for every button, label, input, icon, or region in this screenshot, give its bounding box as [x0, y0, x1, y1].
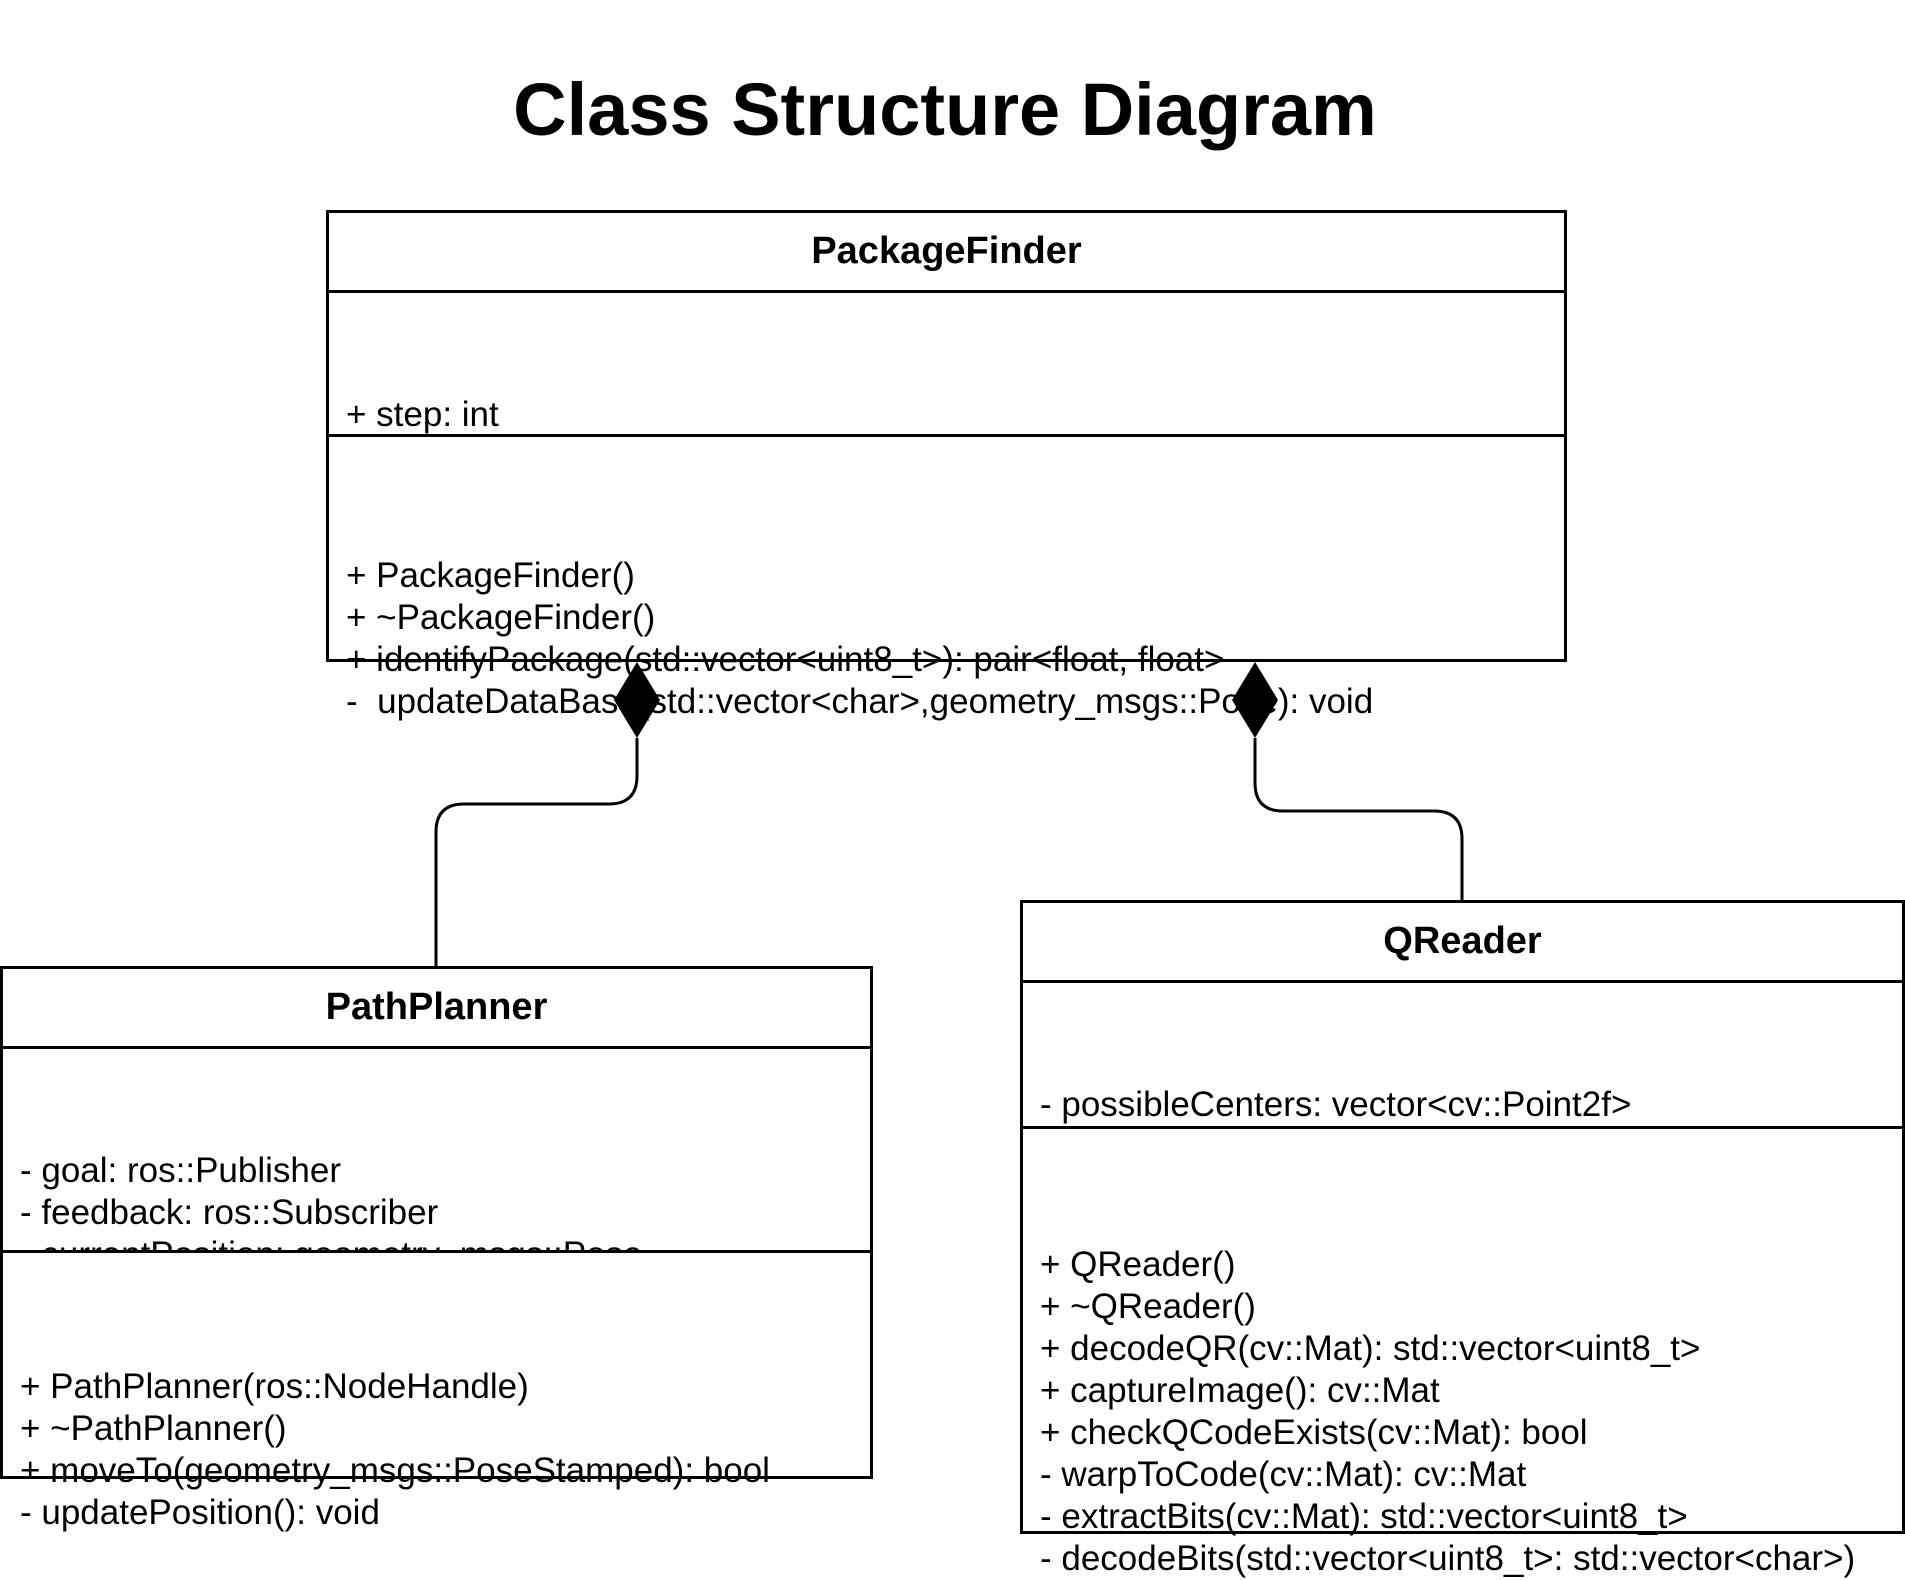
class-pathplanner: PathPlanner - goal: ros::Publisher- feed… [0, 966, 873, 1532]
attribute-row: + step: int [346, 395, 499, 434]
composition-diamond-qreader [1232, 662, 1278, 738]
diagram-title: Class Structure Diagram [513, 68, 1377, 151]
composition-diamond-pathplanner [614, 662, 660, 738]
method-row: + QReader() [1040, 1245, 1236, 1284]
composition-edge-pathplanner [434, 738, 639, 968]
methods-section: + PathPlanner(ros::NodeHandle)+ ~PathPla… [3, 1253, 870, 1534]
method-row: - updatePosition(): void [20, 1493, 380, 1532]
method-row: + ~PackageFinder() [346, 598, 656, 637]
class-name: QReader [1023, 903, 1902, 983]
method-row: - extractBits(cv::Mat): std::vector<uint… [1040, 1497, 1688, 1536]
attributes-section: - possibleCenters: vector<cv::Point2f>- … [1023, 983, 1902, 1129]
method-row: + checkQCodeExists(cv::Mat): bool [1040, 1413, 1588, 1452]
method-row: + captureImage(): cv::Mat [1040, 1371, 1440, 1410]
method-row: + moveTo(geometry_msgs::PoseStamped): bo… [20, 1451, 770, 1490]
method-row: + identifyPackage(std::vector<uint8_t>):… [346, 640, 1225, 679]
attributes-section: + step: int+ distanceFromShelf: double [329, 293, 1564, 437]
composition-edge-qreader [1253, 738, 1464, 902]
attributes-section: - goal: ros::Publisher- feedback: ros::S… [3, 1049, 870, 1253]
method-row: + PathPlanner(ros::NodeHandle) [20, 1367, 529, 1406]
method-row: - updateDataBase(std::vector<char>,geome… [346, 682, 1374, 721]
method-row: + ~QReader() [1040, 1287, 1256, 1326]
attribute-row: - currentPosition: geometry_msgs::Pose [20, 1234, 870, 1250]
method-row: + PackageFinder() [346, 556, 635, 595]
class-name: PackageFinder [329, 213, 1564, 293]
class-name: PathPlanner [3, 969, 870, 1049]
connectors-layer [434, 662, 1464, 968]
method-row: - decodeBits(std::vector<uint8_t>: std::… [1040, 1539, 1856, 1578]
method-row: + decodeQR(cv::Mat): std::vector<uint8_t… [1040, 1329, 1701, 1368]
method-row: + ~PathPlanner() [20, 1409, 287, 1448]
methods-section: + PackageFinder()+ ~PackageFinder()+ ide… [329, 437, 1564, 723]
methods-section: + QReader()+ ~QReader()+ decodeQR(cv::Ma… [1023, 1129, 1902, 1580]
attribute-row: - goal: ros::Publisher [20, 1151, 341, 1190]
method-row: - warpToCode(cv::Mat): cv::Mat [1040, 1455, 1527, 1494]
attribute-row: - possibleCenters: vector<cv::Point2f> [1040, 1085, 1632, 1124]
attribute-row: - feedback: ros::Subscriber [20, 1193, 439, 1232]
class-packagefinder: PackageFinder + step: int+ distanceFromS… [326, 210, 1567, 721]
class-qreader: QReader - possibleCenters: vector<cv::Po… [1020, 900, 1905, 1578]
